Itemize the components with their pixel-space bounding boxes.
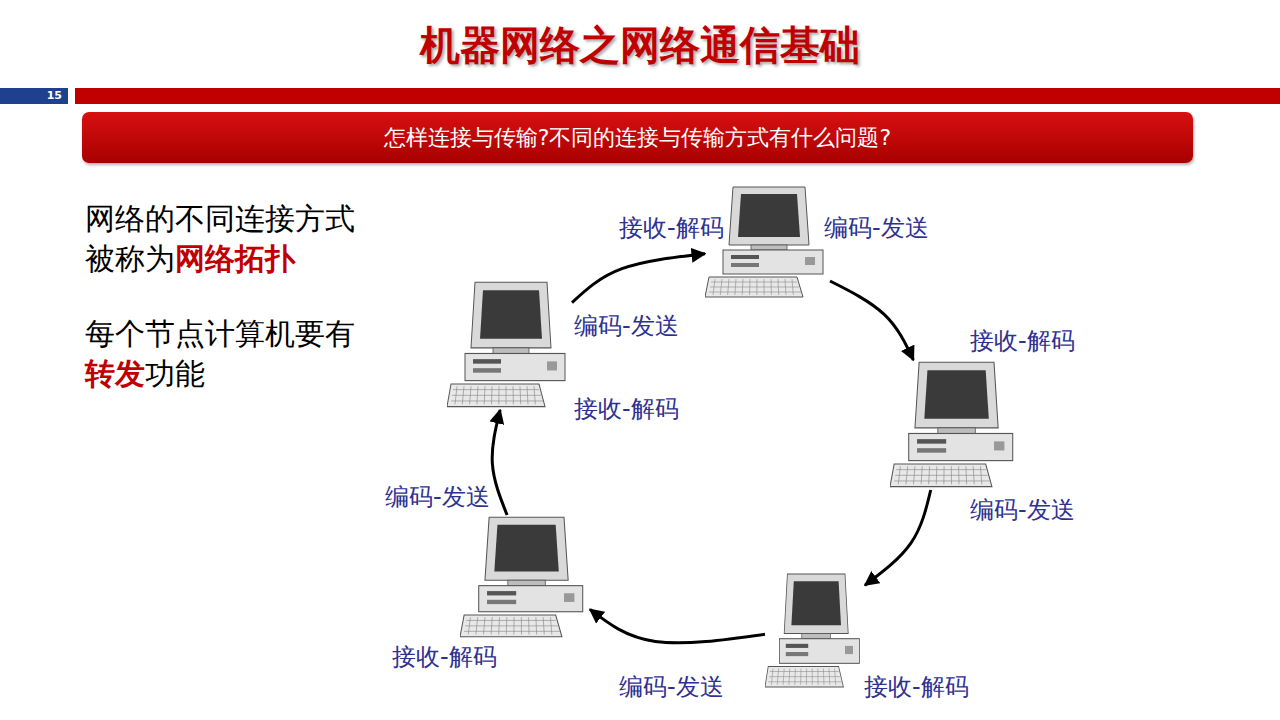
- slide-number: 15: [0, 88, 68, 104]
- body-text: 网络的不同连接方式: [85, 200, 355, 238]
- slide-title: 机器网络之网络通信基础: [0, 18, 1280, 73]
- computer-illustration: [765, 572, 865, 690]
- body-text: 每个节点计算机要有: [85, 315, 355, 353]
- computer-node: 编码-发送接收-解码: [460, 515, 590, 640]
- emphasis-text: 转发: [85, 355, 145, 393]
- node-function-label: 编码-发送: [822, 213, 931, 243]
- computer-node: 编码-发送接收-解码: [447, 280, 572, 410]
- node-function-label: 编码-发送: [572, 311, 681, 341]
- computer-illustration: [460, 515, 590, 640]
- computer-node: 编码-发送接收-解码: [765, 572, 865, 690]
- node-function-label: 接收-解码: [617, 213, 726, 243]
- computer-illustration: [890, 360, 1020, 490]
- node-function-label: 接收-解码: [572, 394, 681, 424]
- node-function-label: 接收-解码: [968, 326, 1077, 356]
- computer-node: 接收-解码编码-发送: [890, 360, 1020, 490]
- ring-arrow: [492, 410, 507, 515]
- ring-arrow: [590, 609, 765, 642]
- node-function-label: 编码-发送: [968, 495, 1077, 525]
- header-bar: [75, 88, 1280, 104]
- node-function-label: 接收-解码: [862, 672, 971, 702]
- question-banner: 怎样连接与传输?不同的连接与传输方式有什么问题?: [82, 112, 1193, 163]
- node-function-label: 接收-解码: [390, 642, 499, 672]
- computer-illustration: [447, 280, 572, 410]
- computer-node: 接收-解码编码-发送: [705, 185, 830, 300]
- ring-arrow: [830, 281, 913, 360]
- body-text: 被称为: [85, 240, 175, 278]
- ring-arrow: [572, 254, 705, 303]
- banner-text: 怎样连接与传输?不同的连接与传输方式有什么问题?: [384, 123, 891, 153]
- body-text: 功能: [145, 355, 205, 393]
- emphasis-text: 网络拓扑: [175, 240, 295, 278]
- node-function-label: 编码-发送: [383, 482, 492, 512]
- slide-number-box: 15: [0, 88, 68, 104]
- ring-arrow: [865, 490, 931, 585]
- node-function-label: 编码-发送: [617, 672, 726, 702]
